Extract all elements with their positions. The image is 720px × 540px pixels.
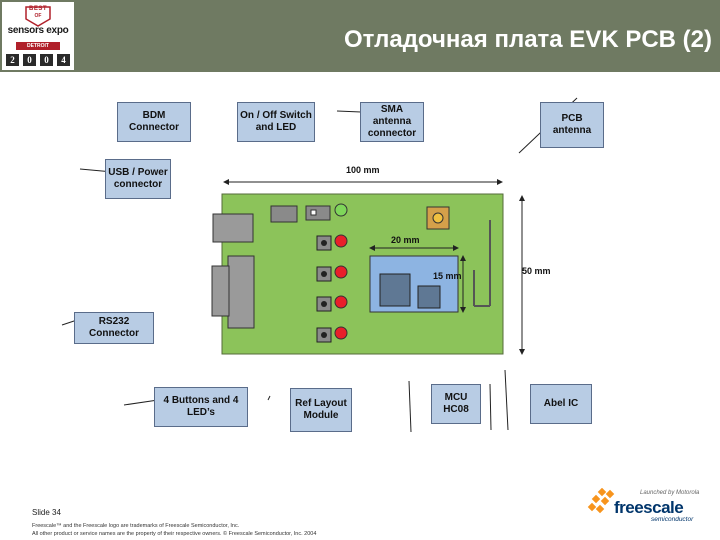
rs232-connector-part	[227, 255, 255, 329]
height-dimension-label: 50 mm	[522, 266, 551, 276]
mcu-leader-line-right	[489, 383, 492, 431]
badge-year-digit: 2	[6, 54, 19, 66]
push-button-2-cap	[321, 271, 327, 277]
sma-connector-callout: SMA antenna connector	[360, 102, 424, 142]
usb-power-callout: USB / Power connector	[105, 159, 171, 199]
buttons-leds-callout: 4 Buttons and 4 LED’s	[154, 387, 248, 427]
led-2	[334, 265, 348, 279]
trademark-line-1: Freescale™ and the Freescale logo are tr…	[32, 523, 240, 529]
sma-connector-pin	[432, 212, 444, 224]
badge-shield-icon	[25, 6, 51, 27]
badge-year-digit: 4	[57, 54, 70, 66]
onoff-switch-part	[305, 205, 331, 221]
mcu-hc08-callout: MCU HC08	[431, 384, 481, 424]
abel-chip	[417, 285, 441, 309]
pcb-antenna-callout: PCB antenna	[540, 102, 604, 148]
freescale-logo-icon	[587, 488, 615, 514]
usb-connector-part	[212, 213, 254, 243]
sensors-expo-badge-icon: BEST OF sensors expo DETROIT 2 0 0 4	[2, 2, 74, 70]
buttons-leader-line	[123, 399, 159, 406]
badge-year: 2 0 0 4	[6, 54, 70, 66]
led-1	[334, 234, 348, 248]
bdm-connector-part	[270, 205, 298, 223]
led-3	[334, 295, 348, 309]
abel-leader-line	[504, 369, 509, 431]
badge-brand-text: sensors expo	[7, 25, 69, 36]
page-title: Отладочная плата EVK PCB (2)	[344, 26, 712, 53]
launched-by-text: Launched by Motorola	[640, 490, 700, 496]
width-dimension-label: 100 mm	[346, 165, 380, 175]
power-led	[334, 203, 348, 217]
push-button-1-cap	[321, 240, 327, 246]
freescale-semiconductor-text: semiconductor	[651, 516, 694, 523]
push-button-4-cap	[321, 332, 327, 338]
module-height-label: 15 mm	[433, 271, 462, 281]
bdm-connector-callout: BDM Connector	[117, 102, 191, 142]
rs232-flange-part	[211, 265, 230, 317]
slide-number: Slide 34	[32, 508, 61, 517]
mcu-chip	[379, 273, 411, 307]
module-width-label: 20 mm	[391, 235, 420, 245]
trademark-line-2: All other product or service names are t…	[32, 531, 317, 537]
pcb-antenna-trace	[473, 220, 491, 307]
push-button-3-cap	[321, 301, 327, 307]
badge-city-text: DETROIT	[16, 42, 60, 50]
led-4	[334, 326, 348, 340]
badge-year-digit: 0	[23, 54, 36, 66]
mcu-leader-line-left	[408, 380, 412, 433]
ref-layout-module-callout: Ref Layout Module	[290, 388, 352, 432]
badge-of-text: OF	[34, 13, 42, 19]
trademark-notice: Freescale™ and the Freescale logo are tr…	[32, 522, 316, 538]
rs232-callout: RS232 Connector	[74, 312, 154, 344]
switch-knob	[310, 209, 317, 216]
abel-ic-callout: Abel IC	[530, 384, 592, 424]
slide-header: BEST OF sensors expo DETROIT 2 0 0 4 Отл…	[0, 0, 720, 72]
ref-leader-line	[267, 395, 271, 401]
badge-best-text: BEST	[28, 6, 47, 12]
freescale-wordmark: freescale	[614, 498, 684, 517]
onoff-switch-callout: On / Off Switch and LED	[237, 102, 315, 142]
badge-year-digit: 0	[40, 54, 53, 66]
